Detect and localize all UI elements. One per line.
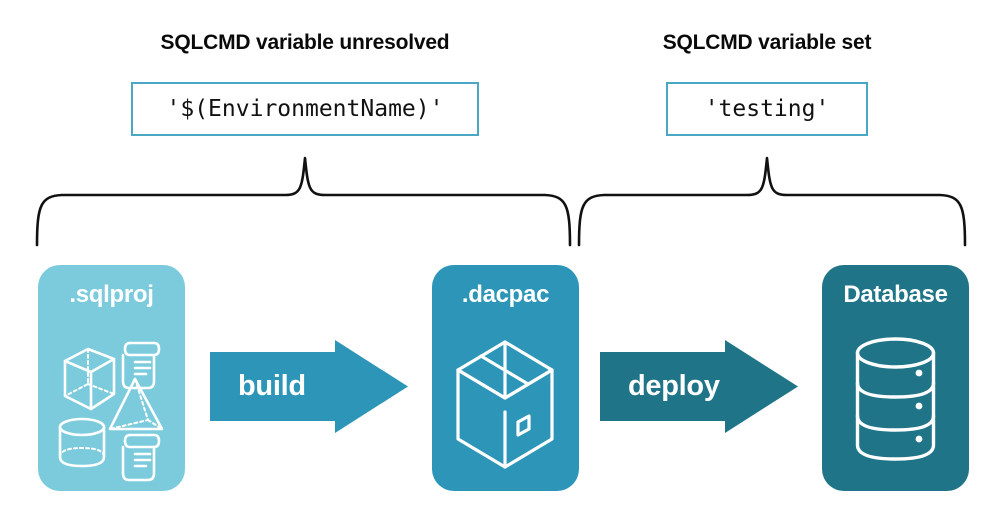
project-shapes-icon xyxy=(58,341,164,482)
stage-sqlproj: .sqlproj xyxy=(38,265,185,491)
package-box-icon xyxy=(456,340,554,469)
group-heading-set: SQLCMD variable set xyxy=(662,31,872,54)
sqlcmd-value-box-unresolved: '$(EnvironmentName)' xyxy=(131,82,479,136)
arrow-build-shape xyxy=(210,340,408,433)
database-cylinder-icon xyxy=(855,337,936,461)
arrow-deploy-shape xyxy=(600,340,798,433)
sqlcmd-value-set: 'testing' xyxy=(704,96,830,122)
stage-label-dacpac: .dacpac xyxy=(461,281,550,308)
arrow-deploy-label: deploy xyxy=(628,370,720,402)
stage-label-sqlproj: .sqlproj xyxy=(69,281,154,308)
arrow-build: build xyxy=(210,340,408,433)
brace-unresolved xyxy=(35,156,572,247)
arrow-build-label: build xyxy=(238,370,306,402)
group-heading-unresolved: SQLCMD variable unresolved xyxy=(160,31,450,54)
stage-database: Database xyxy=(822,265,969,491)
arrow-build-polygon xyxy=(210,340,408,433)
database-status-dots xyxy=(915,369,923,443)
arrow-deploy: deploy xyxy=(600,340,798,433)
stage-dacpac: .dacpac xyxy=(432,265,579,491)
brace-set xyxy=(577,156,967,247)
arrow-deploy-polygon xyxy=(600,340,798,433)
sqlcmd-value-unresolved: '$(EnvironmentName)' xyxy=(166,96,444,122)
sqlcmd-value-box-set: 'testing' xyxy=(666,82,868,136)
stage-label-database: Database xyxy=(843,281,948,308)
